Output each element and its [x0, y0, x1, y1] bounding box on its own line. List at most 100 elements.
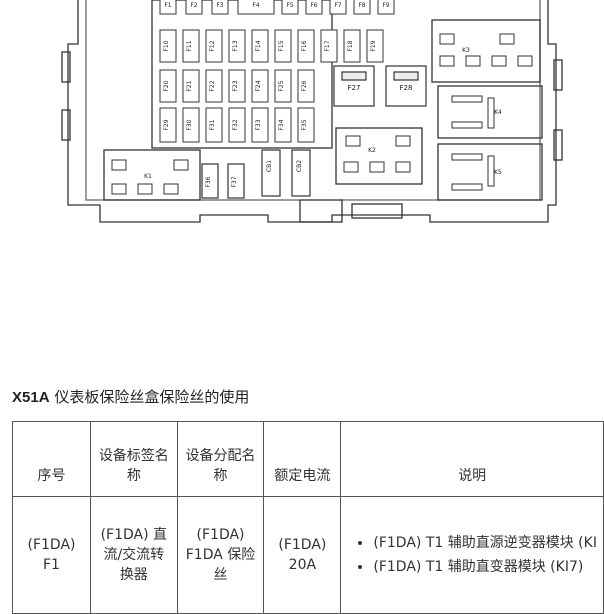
fuse-f11 — [182, 29, 200, 63]
relay-frame-k5 — [437, 143, 543, 201]
relay-pin-slot — [487, 97, 495, 129]
fuse-label: F1 — [164, 2, 171, 9]
fuse-label: F22 — [209, 80, 216, 91]
relay-terminal — [491, 55, 507, 67]
notes-list: (F1DA) T1 辅助直源逆变器模块 (KI (F1DA) T1 辅助直变器模… — [351, 533, 597, 577]
relay-pin-slot — [451, 95, 483, 103]
fuse-f27-window — [341, 71, 367, 81]
header-index: 序号 — [12, 421, 91, 497]
mount-tab-right-2 — [553, 129, 563, 161]
fuse-label: F3 — [216, 2, 223, 9]
fuse-f29 — [159, 107, 177, 143]
fuse-label: F31 — [209, 119, 216, 130]
fuse-f16 — [297, 29, 315, 63]
fuse-label: F29 — [163, 119, 170, 130]
fuse-frame — [151, 0, 333, 149]
relay-terminals — [111, 33, 533, 195]
relay-terminal — [517, 55, 533, 67]
header-assigned: 设备分配名称 — [176, 421, 265, 497]
relay-terminal — [343, 161, 359, 173]
relay-k3-label: K3 — [462, 47, 470, 54]
relay-pin-slot — [451, 121, 483, 129]
header-notes: 说明 — [340, 421, 604, 497]
note-item: (F1DA) T1 辅助直源逆变器模块 (KI — [373, 533, 597, 553]
cell-index: (F1DA) F1 — [12, 496, 91, 614]
fuse-f28-label: F28 — [400, 84, 413, 92]
fuse-f37 — [227, 163, 245, 199]
relay-pin-slot — [451, 183, 483, 191]
fuse-label: F10 — [163, 40, 170, 51]
table-caption: X51A 仪表板保险丝盒保险丝的使用 — [12, 386, 249, 407]
relay-terminal — [439, 55, 455, 67]
connector-bottom-2 — [351, 203, 403, 219]
breaker-cb2-label: CB2 — [296, 160, 303, 172]
fuse-f37-label: F37 — [231, 176, 238, 187]
fuse-f26 — [297, 69, 315, 103]
relay-terminal — [137, 183, 153, 195]
fuse-f4 — [237, 0, 275, 15]
relay-terminal — [395, 135, 411, 147]
relay-terminal — [345, 135, 361, 147]
fuse-f8 — [353, 0, 371, 15]
fuse-f12 — [205, 29, 223, 63]
fuse-f9 — [377, 0, 395, 15]
fuse-f1 — [159, 0, 177, 15]
fuse-f15 — [274, 29, 292, 63]
relay-terminal — [111, 183, 127, 195]
note-item: (F1DA) T1 辅助直变器模块 (KI7) — [373, 557, 597, 577]
fuse-label: F32 — [232, 119, 239, 130]
fuse-label: F6 — [310, 2, 317, 9]
fuse-label: F2 — [190, 2, 197, 9]
cell-current: (F1DA) 20A — [263, 496, 342, 614]
fuse-f25 — [274, 69, 292, 103]
fuse-label: F24 — [255, 80, 262, 91]
fuse-label: F13 — [232, 40, 239, 51]
fuse-f23 — [228, 69, 246, 103]
fuse-f2 — [185, 0, 203, 15]
fuse-f22 — [205, 69, 223, 103]
relay-terminal — [465, 55, 481, 67]
fuse-f19 — [366, 29, 384, 63]
fuse-label: F9 — [382, 2, 389, 9]
fuse-label: F15 — [278, 40, 285, 51]
fuse-label: F14 — [255, 40, 262, 51]
fuse-label: F34 — [278, 119, 285, 130]
fuse-label: F4 — [252, 2, 259, 9]
relay-terminal — [173, 159, 189, 171]
relay-k2-label: K2 — [368, 147, 376, 154]
fuse-f30 — [182, 107, 200, 143]
fuse-label: F20 — [163, 80, 170, 91]
relay-k4-label: K4 — [494, 109, 502, 116]
fuse-f18 — [343, 29, 361, 63]
cell-assigned: (F1DA) F1DA 保险丝 — [176, 496, 265, 614]
relay-k5-label: K5 — [494, 169, 502, 176]
fuse-f14 — [251, 29, 269, 63]
fuse-f27-label: F27 — [348, 84, 361, 92]
fuse-label: F5 — [286, 2, 293, 9]
fuse-f31 — [205, 107, 223, 143]
caption-code: X51A — [12, 389, 50, 406]
header-label: 设备标签名称 — [89, 421, 178, 497]
caption-title: 仪表板保险丝盒保险丝的使用 — [54, 388, 250, 406]
fuse-label: F8 — [358, 2, 365, 9]
cell-notes: (F1DA) T1 辅助直源逆变器模块 (KI (F1DA) T1 辅助直变器模… — [340, 496, 604, 614]
fuse-f3 — [211, 0, 229, 15]
fuse-f34 — [274, 107, 292, 143]
fuse-f17 — [320, 29, 338, 63]
relay-terminal — [395, 161, 411, 173]
fuse-label: F26 — [301, 80, 308, 91]
mount-tab-left — [61, 51, 71, 83]
breaker-cb1 — [261, 149, 281, 197]
fuse-f21 — [182, 69, 200, 103]
fuse-label: F17 — [324, 40, 331, 51]
fuse-label: F18 — [347, 40, 354, 51]
fuse-f36 — [201, 163, 219, 199]
fuse-f28-window — [393, 71, 419, 81]
connector-bottom — [299, 199, 343, 223]
relay-frame-k4 — [437, 85, 543, 139]
fuse-label: F16 — [301, 40, 308, 51]
